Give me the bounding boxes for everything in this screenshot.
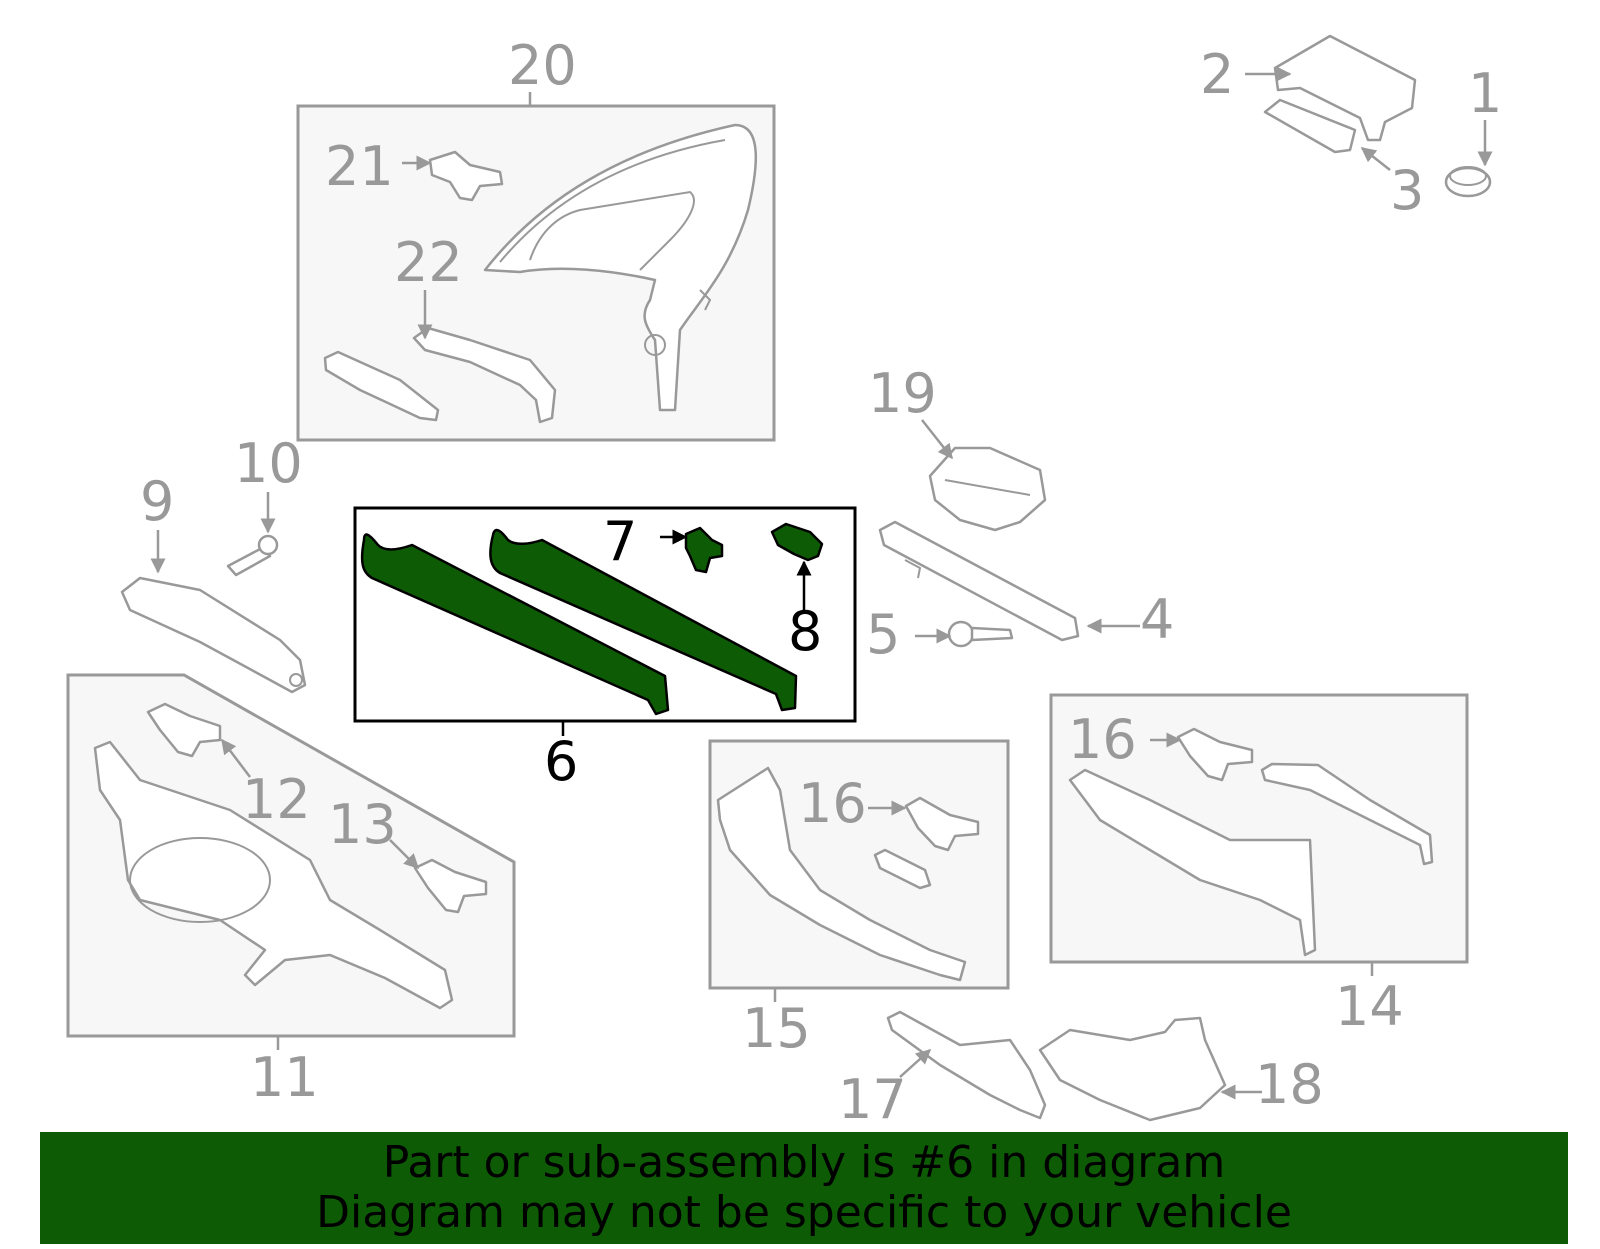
label-19: 19	[868, 362, 937, 425]
parts-diagram: 1 2 3 4 5 6 7 8 9 10 11 12 13 14 15 16 1…	[66, 34, 1502, 1130]
label-21: 21	[325, 135, 394, 198]
label-13: 13	[328, 793, 397, 856]
info-banner: Part or sub-assembly is #6 in diagram Di…	[40, 1132, 1568, 1244]
assembly-box-20	[296, 92, 776, 442]
label-5: 5	[866, 603, 900, 666]
parts-9-10	[120, 534, 307, 694]
part-6-trim-right	[489, 528, 798, 712]
label-3: 3	[1390, 159, 1424, 222]
label-2: 2	[1200, 43, 1234, 106]
label-7: 7	[603, 510, 637, 573]
parts-17-18	[886, 1010, 1227, 1122]
label-14: 14	[1335, 975, 1404, 1038]
part-labels: 1 2 3 4 5 6 7 8 9 10 11 12 13 14 15 16 1…	[140, 34, 1502, 1130]
label-15: 15	[742, 997, 811, 1060]
label-16a: 16	[1068, 708, 1137, 771]
label-18: 18	[1255, 1053, 1324, 1116]
leader-lines	[150, 66, 1493, 1100]
label-11: 11	[250, 1046, 319, 1109]
assembly-box-14	[1049, 693, 1469, 976]
banner-line-2: Diagram may not be specific to your vehi…	[316, 1187, 1292, 1238]
label-22: 22	[394, 231, 463, 294]
part-19	[928, 446, 1047, 532]
assembly-box-6	[353, 506, 857, 736]
label-10: 10	[234, 432, 303, 495]
assembly-box-15	[708, 739, 1010, 1002]
label-6: 6	[544, 730, 578, 793]
parts-1-2-3	[1263, 34, 1492, 198]
assembly-box-11	[66, 673, 516, 1050]
parts-4-5	[878, 520, 1080, 648]
label-1: 1	[1468, 62, 1502, 125]
label-16b: 16	[798, 772, 867, 835]
part-8-clip	[770, 522, 824, 562]
label-12: 12	[242, 768, 311, 831]
part-7-clip	[684, 526, 724, 574]
label-4: 4	[1140, 588, 1174, 651]
label-8: 8	[788, 600, 822, 663]
label-20: 20	[508, 34, 577, 97]
label-9: 9	[140, 470, 174, 533]
banner-line-1: Part or sub-assembly is #6 in diagram	[382, 1137, 1226, 1188]
label-17: 17	[838, 1068, 907, 1130]
part-6-trim-left	[360, 533, 670, 716]
